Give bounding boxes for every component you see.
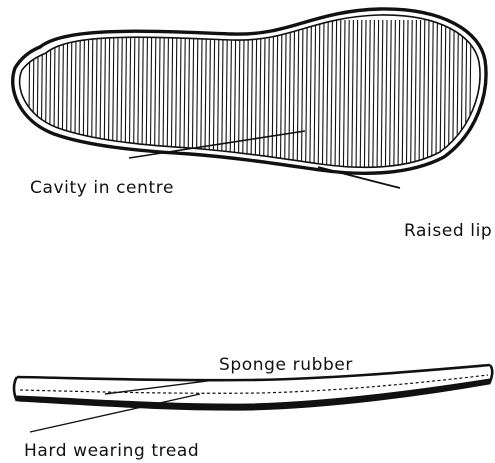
sponge-rubber-label: Sponge rubber bbox=[219, 355, 353, 375]
hatch-line bbox=[247, 20, 249, 172]
hatch-line bbox=[465, 20, 467, 172]
hatch-line bbox=[398, 20, 400, 172]
hatch-line bbox=[377, 20, 379, 172]
hatch-line bbox=[54, 20, 56, 172]
hatch-line bbox=[306, 20, 308, 172]
hatch-line bbox=[226, 20, 228, 172]
sole-heel-end bbox=[14, 377, 17, 401]
hatch-line bbox=[440, 20, 442, 172]
hatch-line bbox=[108, 20, 110, 172]
hatch-line bbox=[293, 20, 295, 172]
hatch-line bbox=[243, 20, 245, 172]
hatch-line bbox=[62, 20, 64, 172]
hatch-line bbox=[192, 20, 194, 172]
hatch-line bbox=[87, 20, 89, 172]
hatch-line bbox=[33, 20, 35, 172]
hatch-line bbox=[37, 20, 39, 172]
hatch-line bbox=[159, 20, 161, 172]
hatch-line bbox=[217, 20, 219, 172]
hatch-line bbox=[339, 20, 341, 172]
hatch-line bbox=[41, 20, 43, 172]
hatch-line bbox=[175, 20, 177, 172]
hatch-line bbox=[163, 20, 165, 172]
hatch-line bbox=[213, 20, 215, 172]
hatch-line bbox=[104, 20, 106, 172]
hatch-line bbox=[318, 20, 320, 172]
tread-label: Hard wearing tread bbox=[24, 441, 199, 461]
hatch-line bbox=[167, 20, 169, 172]
hatch-line bbox=[251, 20, 253, 172]
hatch-line bbox=[222, 20, 224, 172]
hatch-line bbox=[297, 20, 299, 172]
hatch-line bbox=[96, 20, 98, 172]
cavity-leader-line bbox=[129, 131, 305, 158]
hatch-line bbox=[322, 20, 324, 172]
hatch-line bbox=[75, 20, 77, 172]
hatch-line bbox=[310, 20, 312, 172]
hatch-line bbox=[457, 20, 459, 172]
hatch-line bbox=[415, 20, 417, 172]
hatch-line bbox=[381, 20, 383, 172]
hatch-line bbox=[154, 20, 156, 172]
hatch-line bbox=[285, 20, 287, 172]
hatch-line bbox=[255, 20, 257, 172]
hatch-line bbox=[364, 20, 366, 172]
hatch-line bbox=[238, 20, 240, 172]
hatch-line bbox=[427, 20, 429, 172]
hatch-line bbox=[314, 20, 316, 172]
hatch-line bbox=[423, 20, 425, 172]
hatch-line bbox=[58, 20, 60, 172]
tread-layer bbox=[17, 379, 490, 410]
hatch-line bbox=[360, 20, 362, 172]
hatch-line bbox=[171, 20, 173, 172]
hatch-line bbox=[419, 20, 421, 172]
hatch-line bbox=[276, 20, 278, 172]
raised-lip-label: Raised lip bbox=[404, 221, 492, 241]
hatch-line bbox=[112, 20, 114, 172]
hatch-line bbox=[150, 20, 152, 172]
hatch-line bbox=[335, 20, 337, 172]
hatch-line bbox=[264, 20, 266, 172]
hatch-line bbox=[394, 20, 396, 172]
hatch-line bbox=[91, 20, 93, 172]
lip-leader-line bbox=[318, 167, 400, 188]
hatch-line bbox=[230, 20, 232, 172]
hatch-line bbox=[180, 20, 182, 172]
hatch-line bbox=[234, 20, 236, 172]
hatch-line bbox=[301, 20, 303, 172]
sole-toe-end bbox=[489, 365, 492, 384]
hatch-line bbox=[343, 20, 345, 172]
hatch-line bbox=[83, 20, 85, 172]
hatch-line bbox=[402, 20, 404, 172]
hatch-line bbox=[331, 20, 333, 172]
hatch-line bbox=[28, 20, 30, 172]
hatch-line bbox=[385, 20, 387, 172]
hatch-line bbox=[436, 20, 438, 172]
hatch-line bbox=[448, 20, 450, 172]
hatch-line bbox=[327, 20, 329, 172]
hatch-line bbox=[411, 20, 413, 172]
hatch-line bbox=[390, 20, 392, 172]
hatch-line bbox=[289, 20, 291, 172]
sole-top-view bbox=[13, 9, 486, 173]
hatch-line bbox=[268, 20, 270, 172]
hatch-line bbox=[356, 20, 358, 172]
hatch-line bbox=[272, 20, 274, 172]
hatch-line bbox=[352, 20, 354, 172]
sponge-leader-line bbox=[105, 380, 215, 394]
hatch-line bbox=[369, 20, 371, 172]
cavity-hatching bbox=[28, 20, 471, 172]
hatch-line bbox=[373, 20, 375, 172]
hatch-line bbox=[79, 20, 81, 172]
hatch-line bbox=[259, 20, 261, 172]
hatch-line bbox=[100, 20, 102, 172]
hatch-line bbox=[432, 20, 434, 172]
hatch-line bbox=[348, 20, 350, 172]
hatch-line bbox=[280, 20, 282, 172]
cavity-label: Cavity in centre bbox=[30, 178, 174, 198]
hatch-line bbox=[461, 20, 463, 172]
hatch-line bbox=[406, 20, 408, 172]
